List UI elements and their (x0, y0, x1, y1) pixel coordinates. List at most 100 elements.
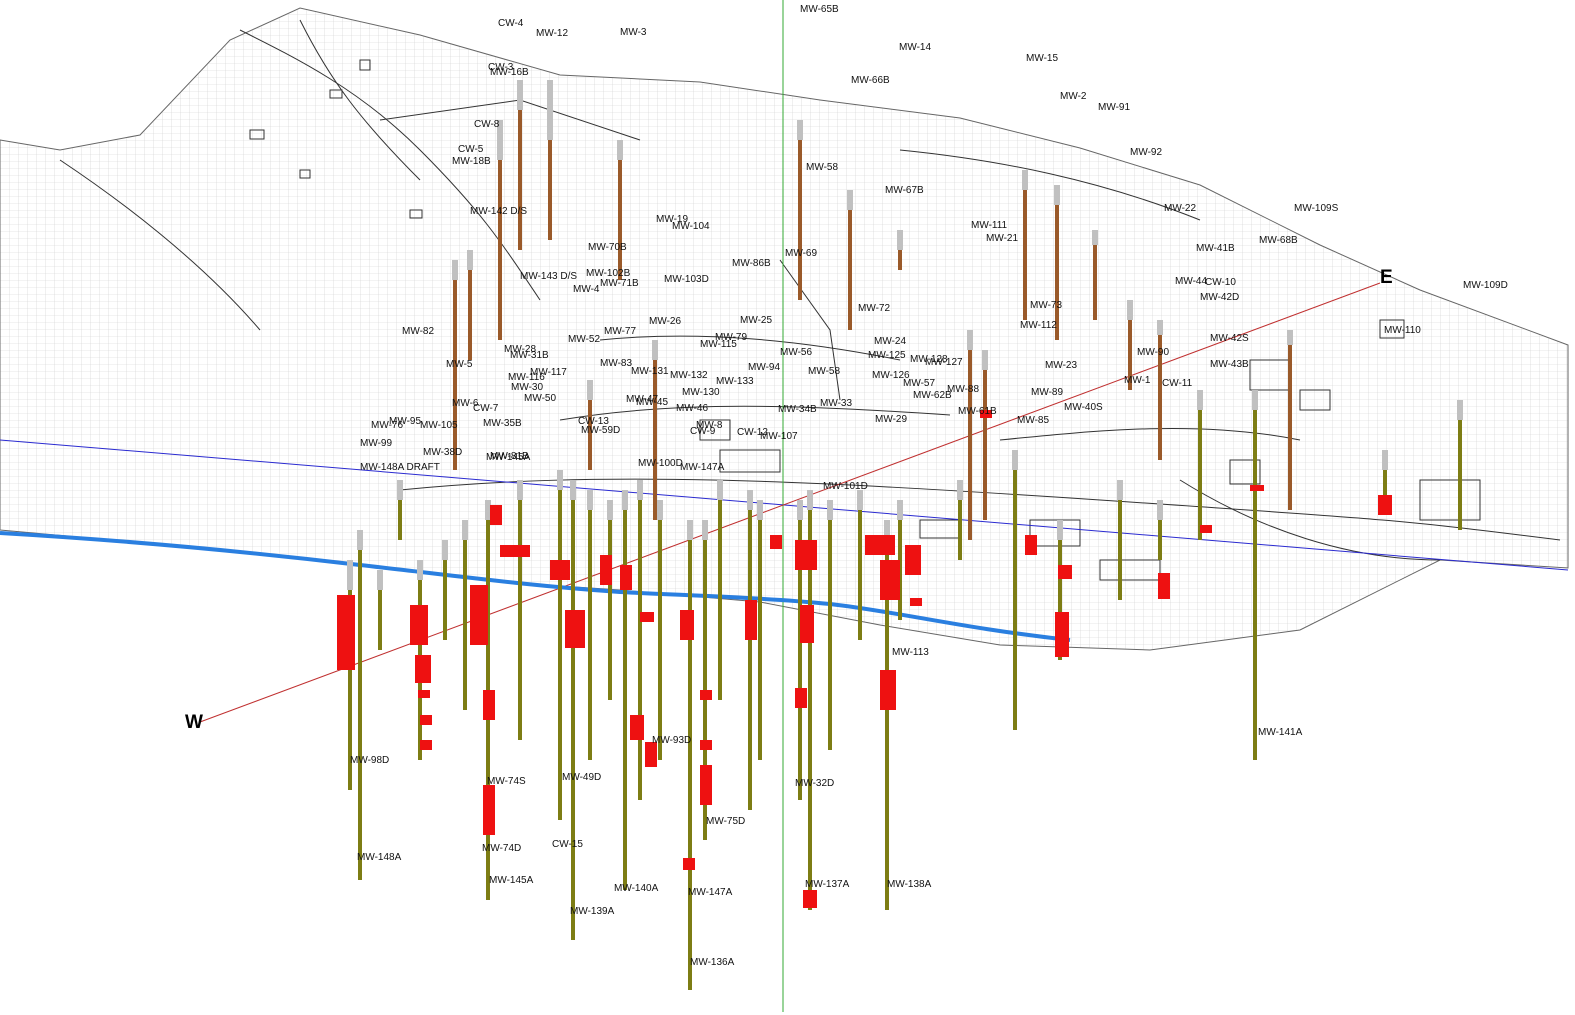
well-label: MW-47 (626, 394, 658, 405)
well-label: MW-67B (885, 185, 924, 196)
well-casing (607, 500, 613, 520)
contamination-interval (680, 610, 694, 640)
contamination-interval (1055, 612, 1069, 657)
well-casing (1157, 320, 1163, 335)
well-label: MW-72 (858, 303, 890, 314)
well-casing (747, 490, 753, 510)
contamination-interval (420, 740, 432, 750)
well-casing (857, 490, 863, 510)
well-casing (557, 470, 563, 490)
well-label: MW-92 (1130, 147, 1162, 158)
well-screen (828, 520, 832, 750)
well-screen (983, 370, 987, 520)
contamination-interval (795, 540, 817, 570)
well-screen (748, 510, 752, 810)
well-casing (1092, 230, 1098, 245)
well-screen (858, 510, 862, 640)
well-screen (1013, 470, 1017, 730)
well-casing (797, 500, 803, 520)
well-casing (1157, 500, 1163, 520)
well-label: MW-65B (800, 4, 839, 15)
well-label: MW-29 (875, 414, 907, 425)
contamination-interval (745, 600, 757, 640)
well-casing (587, 490, 593, 510)
well-label: MW-88 (947, 384, 979, 395)
road-line (399, 478, 1561, 541)
well-casing (1197, 390, 1203, 410)
well-screen (548, 140, 552, 240)
well-label: MW-57 (903, 378, 935, 389)
contamination-interval (803, 890, 817, 908)
road-line (999, 427, 1301, 441)
building-outline (359, 59, 371, 71)
well-label: MW-77 (604, 326, 636, 337)
well-casing (807, 490, 813, 510)
well-casing (452, 260, 458, 280)
building-outline (329, 89, 343, 99)
well-label: CW-13 (578, 416, 609, 427)
well-casing (622, 490, 628, 510)
well-label: MW-4 (573, 284, 600, 295)
well-casing (717, 480, 723, 500)
well-label: CW-5 (458, 144, 484, 155)
well-label: MW-22 (1164, 203, 1196, 214)
road-line (239, 29, 541, 301)
well-label: CW-10 (1205, 277, 1236, 288)
well-label: MW-62B (913, 390, 952, 401)
well-label: MW-131 (631, 366, 669, 377)
contamination-interval (1025, 535, 1037, 555)
contamination-interval (683, 858, 695, 870)
contamination-interval (565, 610, 585, 648)
well-screen (688, 540, 692, 990)
well-label: MW-32D (795, 778, 834, 789)
well-label: MW-137A (805, 879, 850, 890)
well-label: MW-49D (562, 772, 601, 783)
well-label: MW-12 (536, 28, 568, 39)
well-screen (1128, 320, 1132, 390)
well-screen (398, 500, 402, 540)
well-label: MW-71B (600, 278, 639, 289)
well-label: MW-100D (638, 458, 683, 469)
road-line (299, 19, 421, 181)
contamination-interval (880, 560, 900, 600)
well-screen (1118, 500, 1122, 600)
well-casing (657, 500, 663, 520)
contamination-interval (630, 715, 644, 740)
contamination-interval (795, 688, 807, 708)
well-screen (348, 590, 352, 790)
well-casing (884, 520, 890, 540)
well-label: MW-138A (887, 879, 932, 890)
well-screen (1288, 345, 1292, 510)
well-label: MW-89 (1031, 387, 1063, 398)
well-screen (1023, 190, 1027, 320)
well-label: MW-3 (620, 27, 647, 38)
well-label: MW-95 (389, 416, 421, 427)
well-label: MW-85 (1017, 415, 1049, 426)
well-label: MW-145A (486, 452, 531, 463)
contamination-interval (910, 598, 922, 606)
terrain-surface (0, 7, 1569, 651)
building-outline (249, 129, 265, 140)
well-screen (468, 270, 472, 360)
well-label: MW-24 (874, 336, 906, 347)
well-casing (1252, 390, 1258, 410)
building-outline (1299, 389, 1331, 411)
well-screen (1383, 470, 1387, 500)
well-casing (547, 80, 553, 140)
well-screen (848, 210, 852, 330)
well-casing (497, 120, 503, 160)
well-label: MW-148A (357, 852, 402, 863)
contamination-interval (1378, 495, 1392, 515)
well-casing (967, 330, 973, 350)
well-casing (757, 500, 763, 520)
road-line (599, 335, 901, 361)
well-label: MW-15 (1026, 53, 1058, 64)
well-label: MW-107 (760, 431, 798, 442)
road-line (899, 149, 1201, 221)
well-label: MW-115 (700, 339, 737, 350)
well-label: MW-83 (600, 358, 632, 369)
well-label: MW-8 (696, 420, 723, 431)
building-outline (1379, 319, 1405, 339)
building-outline (409, 209, 423, 219)
